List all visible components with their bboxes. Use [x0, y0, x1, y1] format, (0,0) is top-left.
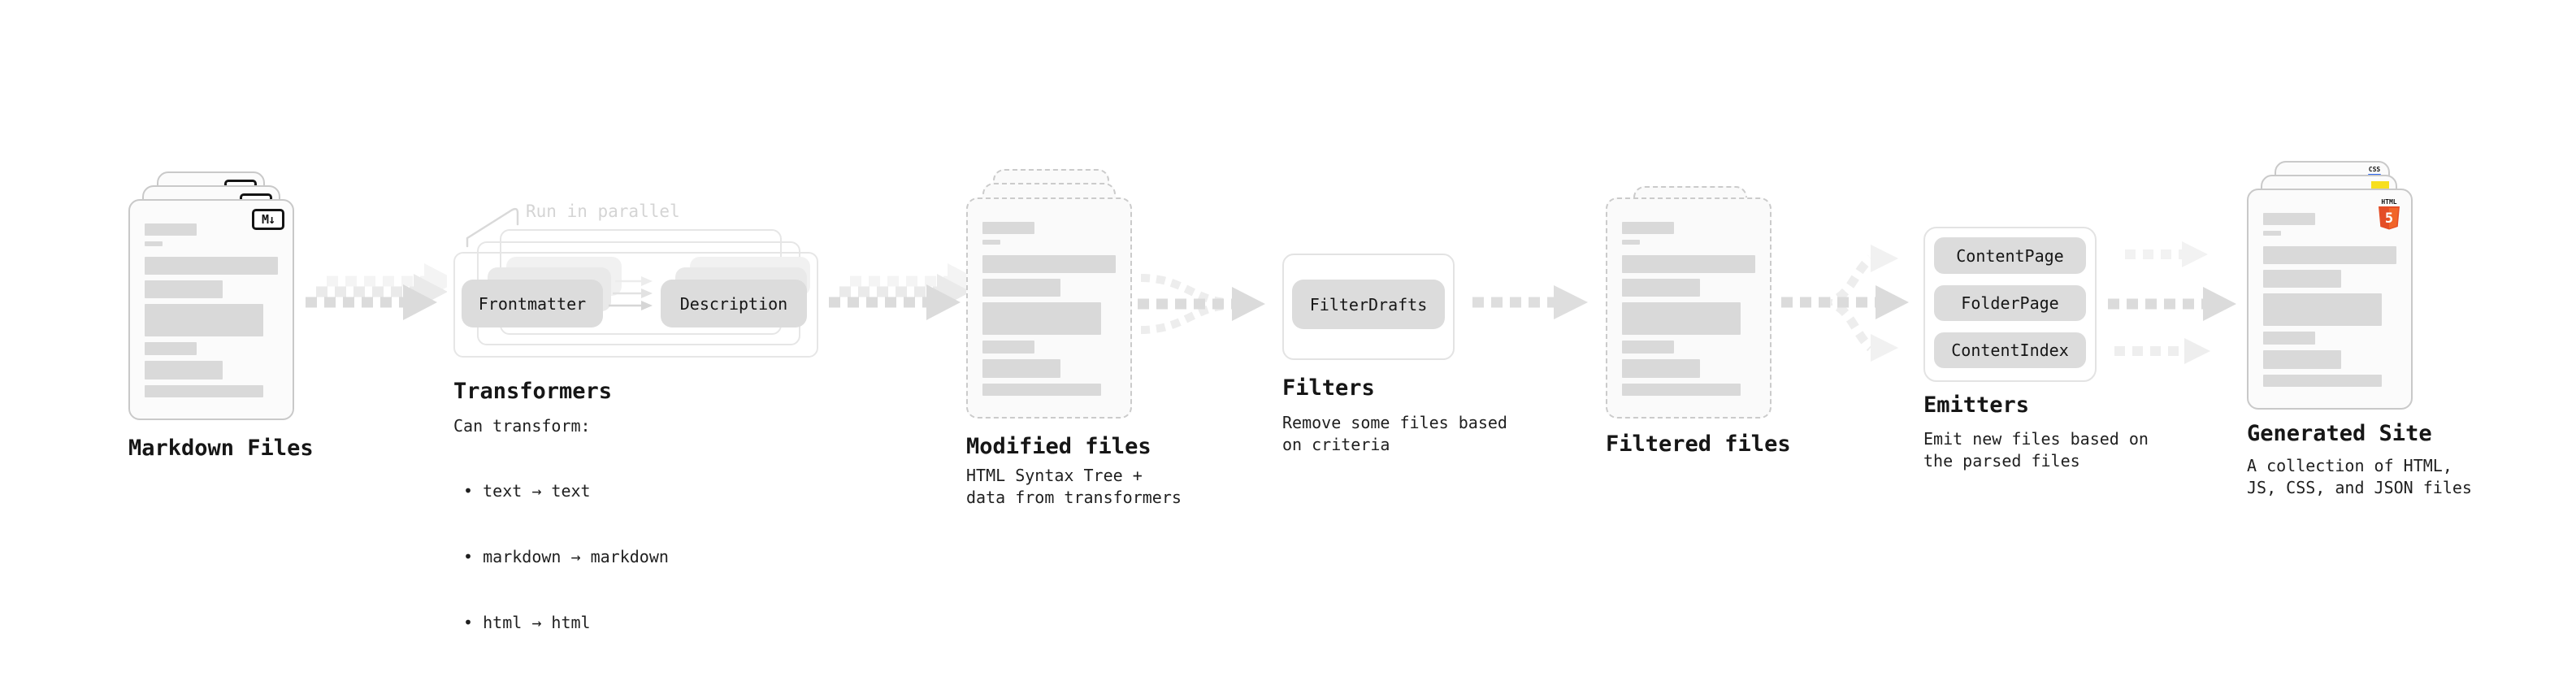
html5-logo-number: 5: [2385, 210, 2393, 227]
arrow-markdown-to-transformers: [306, 263, 447, 320]
content-bar: [2263, 231, 2281, 236]
transformers-title: Transformers: [453, 379, 613, 404]
emitters-subtitle: Emit new files based on the parsed files: [1923, 429, 2149, 471]
content-bar: [982, 340, 1034, 354]
filtered-files-title: Filtered files: [1606, 432, 1791, 457]
content-bar: [145, 280, 223, 298]
content-bar: [145, 385, 263, 397]
content-bar: [145, 361, 223, 380]
transform-step-arrows: [609, 276, 653, 310]
html5-shield-light: [2389, 208, 2399, 229]
generated-site-title: Generated Site: [2247, 421, 2432, 446]
generated-page-front: HTML 5: [2247, 189, 2413, 410]
page-content-placeholder: [1622, 222, 1755, 401]
filterdrafts-box: FilterDrafts: [1292, 280, 1445, 329]
page-content-placeholder: [145, 223, 278, 403]
content-bar: [2263, 246, 2396, 264]
modified-files-subtitle: HTML Syntax Tree + data from transformer…: [966, 466, 1182, 507]
filtered-page-front: [1606, 197, 1772, 419]
content-bar: [982, 384, 1101, 396]
content-bar: [1622, 240, 1640, 245]
frontmatter-box: Frontmatter: [462, 280, 603, 327]
transformers-description-heading: Can transform:: [453, 416, 591, 436]
content-bar: [982, 240, 1000, 245]
content-bar: [145, 257, 278, 275]
content-bar: [2263, 293, 2382, 326]
emitter-box-folderpage: FolderPage: [1934, 285, 2086, 321]
description-box: Description: [661, 280, 807, 327]
content-bar: [982, 302, 1101, 335]
js-badge: [2371, 181, 2389, 189]
content-bar: [1622, 384, 1741, 396]
content-bar: [2263, 213, 2315, 225]
arrow-emitters-to-generated: [2108, 241, 2236, 364]
filters-title: Filters: [1282, 375, 1375, 401]
transformer-frame-front: [453, 252, 818, 358]
content-bar: [2263, 332, 2315, 345]
filters-subtitle: Remove some files based on criteria: [1282, 413, 1507, 454]
bullet-item: • html → html: [453, 613, 591, 632]
html5-logo-text: HTML: [2381, 198, 2396, 206]
content-bar: [982, 359, 1060, 378]
content-bar: [145, 304, 263, 336]
generated-site-subtitle: A collection of HTML, JS, CSS, and JSON …: [2247, 456, 2472, 497]
markdown-page-front: M↓: [128, 199, 294, 420]
page-content-placeholder: [2263, 213, 2396, 393]
modified-files-title: Modified files: [966, 434, 1151, 459]
content-bar: [1622, 340, 1674, 354]
content-bar: [145, 223, 197, 236]
content-bar: [1622, 279, 1700, 297]
emitters-title: Emitters: [1923, 393, 2030, 418]
markdown-icon: M↓: [252, 209, 284, 230]
content-bar: [145, 241, 163, 246]
content-bar: [1622, 359, 1700, 378]
emitter-box-contentindex: ContentIndex: [1934, 332, 2086, 368]
content-bar: [1622, 255, 1755, 273]
arrow-filters-to-filtered: [1472, 285, 1588, 319]
content-bar: [982, 255, 1116, 273]
parallel-callout-line: [466, 207, 519, 248]
transformers-bullet-list: • text → text • markdown → markdown • ht…: [453, 436, 669, 678]
emitter-box-contentpage: ContentPage: [1934, 237, 2086, 274]
html5-logo: HTML 5: [2379, 198, 2400, 230]
content-bar: [1622, 302, 1741, 335]
css-label: CSS: [2368, 166, 2381, 173]
content-bar: [2263, 350, 2341, 369]
arrow-transformers-to-modified: [829, 263, 970, 320]
modified-page-front: [966, 197, 1132, 419]
content-bar: [1622, 222, 1674, 234]
markdown-files-title: Markdown Files: [128, 436, 314, 461]
content-bar: [145, 342, 197, 355]
content-bar: [2263, 270, 2341, 288]
content-bar: [2263, 375, 2382, 387]
content-bar: [982, 222, 1034, 234]
page-content-placeholder: [982, 222, 1116, 401]
bullet-item: • text → text: [453, 481, 591, 501]
arrow-modified-to-filters: [1138, 274, 1265, 334]
content-bar: [982, 279, 1060, 297]
run-in-parallel-label: Run in parallel: [526, 202, 680, 221]
arrow-filtered-to-emitters: [1781, 245, 1909, 362]
bullet-item: • markdown → markdown: [453, 547, 669, 566]
